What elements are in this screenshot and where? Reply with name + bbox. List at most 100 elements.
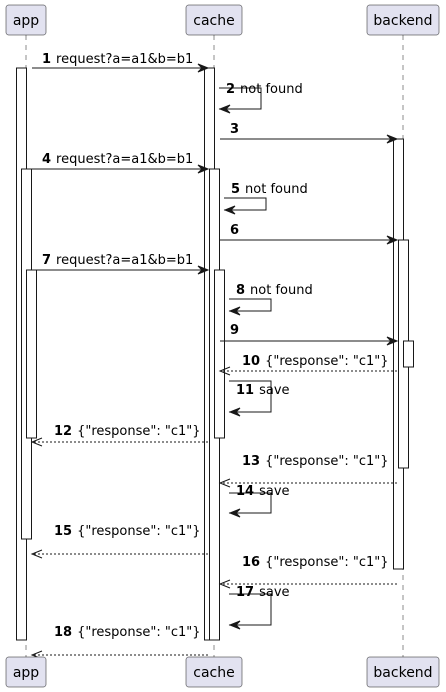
arrow-head <box>218 104 231 114</box>
participant-app-bottom: app <box>5 656 47 688</box>
participant-label: cache <box>193 13 234 29</box>
message-number: 15 <box>54 524 72 539</box>
message-text: not found <box>240 82 303 97</box>
message-16: 16 {"response": "c1"} <box>218 555 397 589</box>
message-label: 3 <box>230 122 239 137</box>
message-number: 10 <box>242 354 260 369</box>
message-text: {"response": "c1"} <box>77 524 200 539</box>
message-number: 17 <box>236 585 254 600</box>
message-number: 18 <box>54 625 72 640</box>
message-8: 8 not found <box>228 283 313 316</box>
message-5: 5 not found <box>223 182 308 215</box>
message-text: {"response": "c1"} <box>265 555 388 570</box>
message-line <box>229 298 272 312</box>
message-label: 14 save <box>236 484 290 499</box>
message-7: 7 request?a=a1&b=b1 <box>32 253 210 275</box>
message-18: 18 {"response": "c1"} <box>30 625 208 660</box>
message-17: 17 save <box>228 585 290 630</box>
message-label: 2 not found <box>226 82 303 97</box>
message-text: {"response": "c1"} <box>77 424 200 439</box>
message-line <box>229 593 272 626</box>
message-number: 2 <box>226 82 235 97</box>
message-1: 1 request?a=a1&b=b1 <box>32 52 210 73</box>
activation-bar-cache <box>214 269 225 439</box>
message-label: 5 not found <box>231 182 308 197</box>
message-text: save <box>259 585 289 600</box>
arrow-head <box>228 508 241 518</box>
message-label: 4 request?a=a1&b=b1 <box>42 152 193 167</box>
message-4: 4 request?a=a1&b=b1 <box>32 152 210 174</box>
message-6: 6 <box>220 223 399 245</box>
message-text: save <box>259 484 289 499</box>
arrow-head <box>386 134 399 144</box>
arrow-head <box>386 336 399 346</box>
participant-cache-top: cache <box>185 4 243 36</box>
message-number: 6 <box>230 223 239 238</box>
message-label: 15 {"response": "c1"} <box>54 524 201 539</box>
participant-box <box>366 656 440 688</box>
participant-app-top: app <box>5 4 47 36</box>
arrow-head <box>218 366 231 376</box>
message-text: not found <box>250 283 313 298</box>
message-label: 13{"response": "c1"} <box>242 454 389 469</box>
arrow-head <box>223 205 236 215</box>
message-text: request?a=a1&b=b1 <box>56 152 193 167</box>
participant-box <box>5 4 47 36</box>
message-text: {"response": "c1"} <box>265 354 388 369</box>
message-label: 17 save <box>236 585 290 600</box>
message-12: 12 {"response": "c1"} <box>30 424 208 447</box>
message-label: 16 {"response": "c1"} <box>242 555 389 570</box>
message-text: save <box>259 383 289 398</box>
message-14: 14 save <box>228 484 290 518</box>
participant-label: app <box>13 13 39 29</box>
message-label: 6 <box>230 223 239 238</box>
message-text: request?a=a1&b=b1 <box>56 52 193 67</box>
message-text: {"response": "c1"} <box>265 454 388 469</box>
message-text: request?a=a1&b=b1 <box>56 253 193 268</box>
message-line <box>229 380 272 413</box>
message-number: 1 <box>42 52 51 67</box>
participant-label: backend <box>373 13 432 29</box>
arrow-head <box>218 478 231 488</box>
message-label: 18 {"response": "c1"} <box>54 625 201 640</box>
message-text: {"response": "c1"} <box>77 625 200 640</box>
message-label: 12 {"response": "c1"} <box>54 424 201 439</box>
participant-label: backend <box>373 665 432 681</box>
message-label: 10 {"response": "c1"} <box>242 354 389 369</box>
arrow-head <box>197 164 210 174</box>
participant-label: app <box>13 665 39 681</box>
arrow-head <box>228 306 241 316</box>
message-text: not found <box>245 182 308 197</box>
message-number: 12 <box>54 424 72 439</box>
message-number: 5 <box>231 182 240 197</box>
message-line <box>224 197 267 211</box>
arrow-head <box>30 437 43 447</box>
message-label: 1 request?a=a1&b=b1 <box>42 52 193 67</box>
participant-backend-bottom: backend <box>366 656 440 688</box>
message-number: 14 <box>236 484 254 499</box>
participant-box <box>185 4 243 36</box>
message-number: 7 <box>42 253 51 268</box>
participant-backend-top: backend <box>366 4 440 36</box>
message-number: 3 <box>230 122 239 137</box>
participant-box <box>185 656 243 688</box>
message-number: 16 <box>242 555 260 570</box>
message-number: 9 <box>230 323 239 338</box>
message-number: 4 <box>42 152 51 167</box>
message-3: 3 <box>220 122 399 144</box>
arrow-head <box>30 549 43 559</box>
message-line <box>219 87 262 110</box>
activation-bar-app <box>26 269 37 439</box>
participant-box <box>366 4 440 36</box>
message-label: 7 request?a=a1&b=b1 <box>42 253 193 268</box>
arrow-head <box>228 620 241 630</box>
participant-label: cache <box>193 665 234 681</box>
message-line <box>229 492 272 514</box>
activation-bars <box>16 67 414 641</box>
message-15: 15 {"response": "c1"} <box>30 524 208 559</box>
message-9: 9 <box>220 323 399 346</box>
participant-box <box>5 656 47 688</box>
arrow-head <box>228 407 241 417</box>
message-number: 8 <box>236 283 245 298</box>
